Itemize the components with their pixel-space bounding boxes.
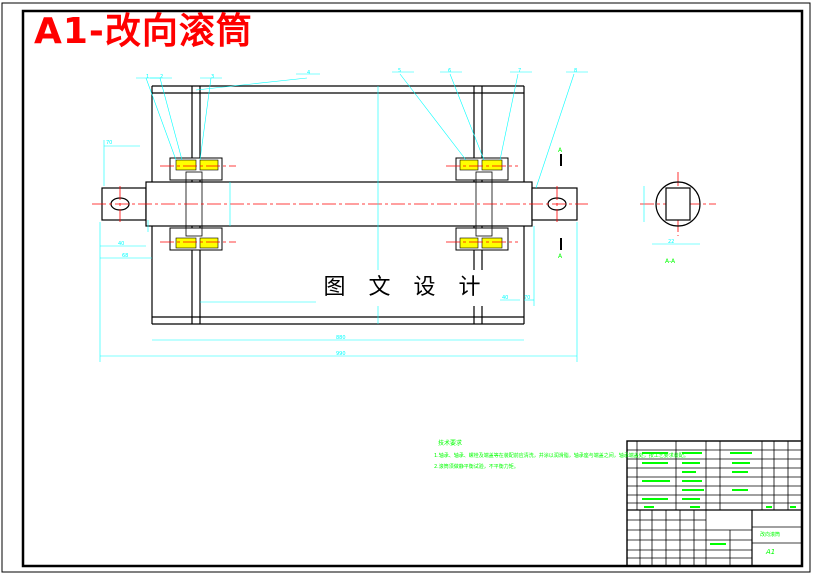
title-block-drawing-name: 改向滚筒 [760,532,781,538]
inner-frame [21,9,804,568]
title-block-sheet-size: A1 [766,548,776,556]
part-number-label: 6 [448,68,452,74]
part-number-label: 1 [146,74,150,80]
dimension-label: 70 [106,140,113,146]
drawing-title: A1-改向滚筒 [34,11,253,52]
section-label: A-A [665,258,676,265]
part-number-label: 3 [211,74,215,80]
right-bearing-housing [455,157,509,251]
part-number-label: 7 [518,68,522,74]
dimension-label: 990 [336,351,346,357]
section-marker-top: A [558,147,563,154]
left-bearing-housing [169,157,223,251]
dimension-label: 880 [336,335,346,341]
title-block [626,440,803,567]
dimension-label: 22 [668,239,675,245]
section-marker-bottom: A [558,253,563,260]
dimension-label: 40 [118,241,125,247]
section-view-a-a [655,181,701,227]
dimension-label: 40 [502,295,509,301]
part-number-label: 2 [160,74,164,80]
dimension-label: 68 [122,253,129,259]
part-number-label: 8 [574,68,578,74]
title-block-green-entries [642,452,796,545]
watermark-text: 图 文 设 计 [322,270,490,306]
notes-line-2: 2.滚筒须做静平衡试验，不平衡力矩。 [434,464,519,470]
notes-line-1: 1.轴承、轴承、螺栓及端盖等在装配前应清洗，并涂以润滑脂，轴承座与端盖之间，轴承… [434,453,689,459]
part-number-label: 5 [398,68,402,74]
notes-heading: 技术要求 [438,440,463,447]
part-number-label: 4 [307,70,311,76]
dimension-label: 70 [524,295,531,301]
centerlines [92,165,716,243]
